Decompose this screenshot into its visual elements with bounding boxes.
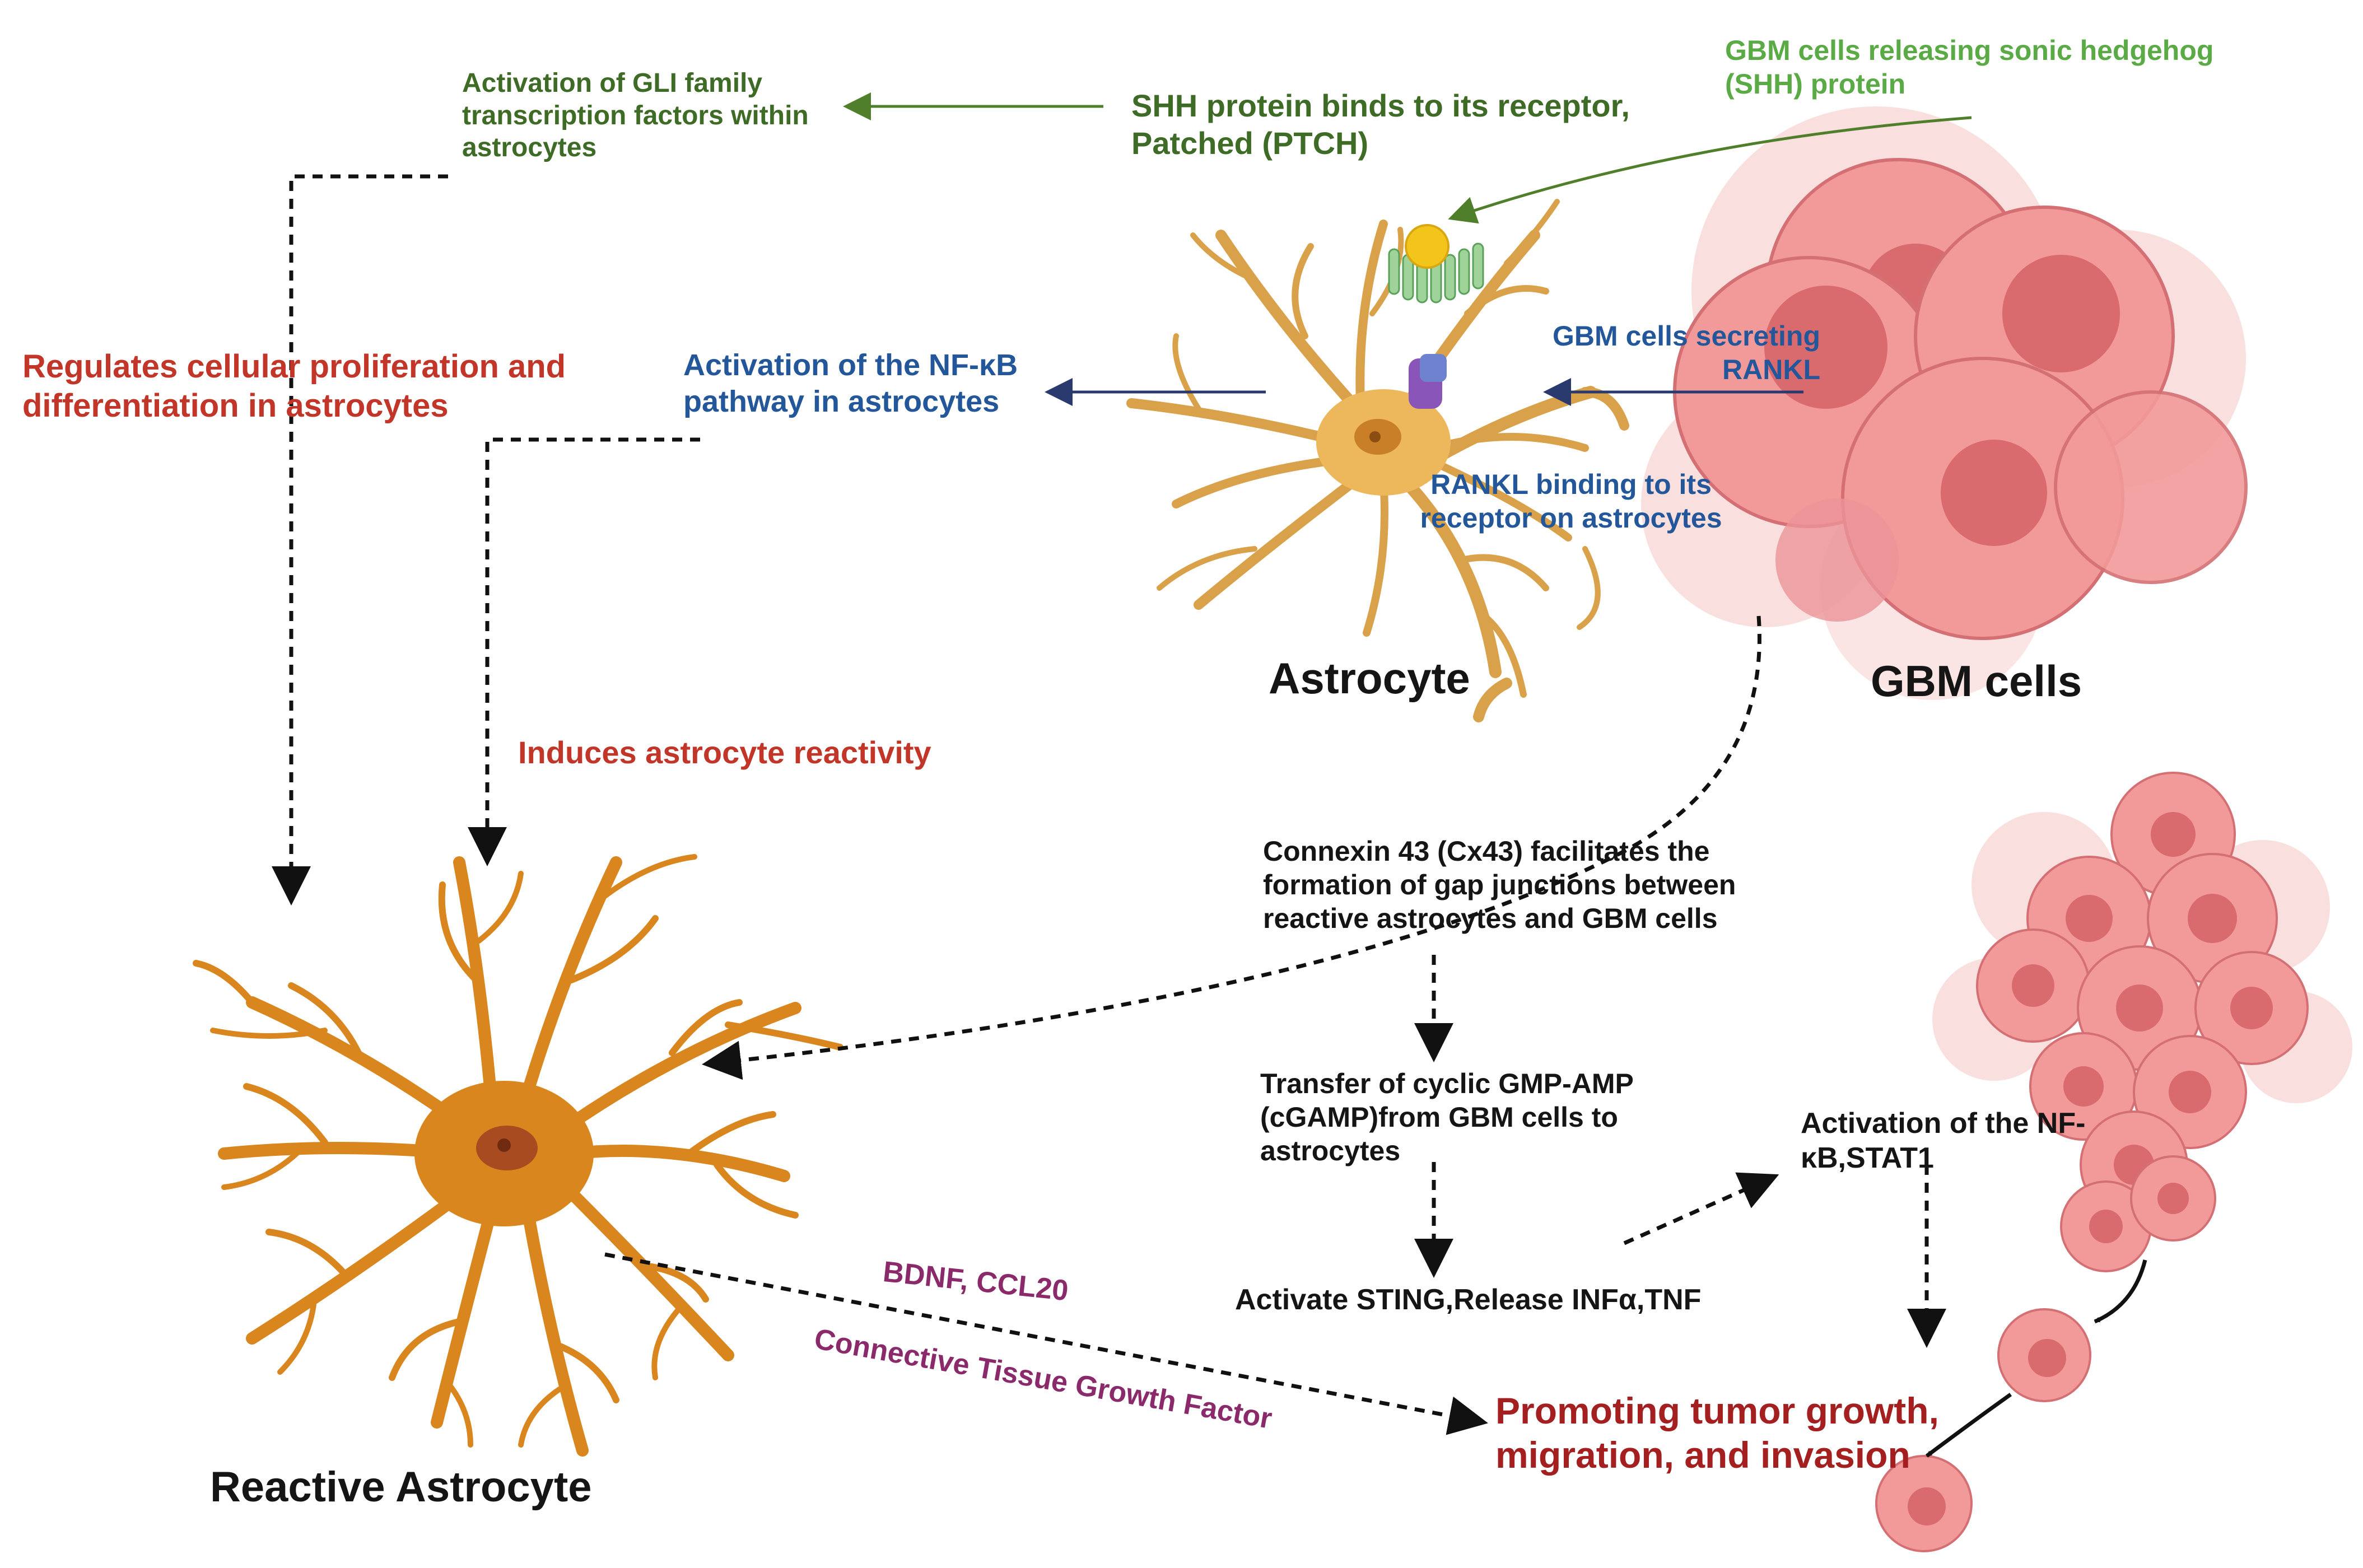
tumor-cell-nucleus bbox=[2012, 964, 2054, 1007]
gbm-cell-cluster bbox=[1641, 106, 2248, 700]
reactive-astrocyte-title: Reactive Astrocyte bbox=[210, 1463, 592, 1511]
tumor-cell-nucleus bbox=[2063, 1066, 2104, 1107]
gbm-cell-nucleus bbox=[1764, 286, 1887, 409]
rankl-binding-label: RANKL binding to its receptor on astrocy… bbox=[1420, 469, 1722, 534]
rank-receptor-icon bbox=[1409, 354, 1447, 409]
regulates-proliferation-label: Regulates cellular proliferation and dif… bbox=[22, 348, 566, 424]
gbm-cell bbox=[2054, 390, 2248, 584]
migration-arrow bbox=[2094, 1259, 2147, 1324]
gbm-tumor-mass bbox=[1932, 772, 2352, 1272]
nfkb-to-reactive-arrow bbox=[468, 437, 700, 866]
nfkb-activation-label: Activation of the NF-κB pathway in astro… bbox=[683, 348, 1018, 418]
ptch-receptor-icon bbox=[1388, 242, 1484, 304]
tumor-cell-nucleus bbox=[2157, 1183, 2189, 1214]
gbm-to-reactive-gap-junction-arrow bbox=[702, 615, 1761, 1080]
shh-binds-ptch-label: SHH protein binds to its receptor, Patch… bbox=[1131, 88, 1630, 161]
tumor-cell-nucleus bbox=[2230, 987, 2273, 1029]
tumor-cell-nucleus bbox=[2116, 984, 2163, 1032]
promoting-tumor-growth-label: Promoting tumor growth, migration, and i… bbox=[1495, 1390, 1939, 1476]
tumor-cell-nucleus bbox=[2089, 1210, 2123, 1243]
shh-protein-icon bbox=[1405, 224, 1450, 269]
sting-to-stat1-arrow bbox=[1623, 1172, 1779, 1245]
sting-release-label: Activate STING,Release INFα,TNF bbox=[1235, 1284, 1702, 1316]
tumor-cell-nucleus bbox=[2066, 895, 2113, 942]
tumor-cell-nucleus bbox=[2151, 812, 2196, 857]
gbm-cell-nucleus bbox=[2002, 255, 2120, 372]
gli-to-reactive-arrow bbox=[272, 174, 448, 906]
gli-activation-label: Activation of GLI family transcription f… bbox=[462, 68, 809, 163]
gbm-cell bbox=[1775, 498, 1899, 622]
gbm-secreting-rankl-label: GBM cells secreting RANKL bbox=[1553, 320, 1820, 385]
gbm-cell-nucleus bbox=[1941, 440, 2047, 546]
astrocyte-cell bbox=[1126, 199, 1629, 722]
gbm-cells-title: GBM cells bbox=[1871, 656, 2082, 706]
migration-arrow bbox=[1925, 1393, 2012, 1458]
reactive-astrocyte-nucleolus bbox=[497, 1138, 511, 1152]
astrocyte-nucleolus bbox=[1369, 431, 1381, 442]
gbm-releasing-shh-label: GBM cells releasing sonic hedgehog (SHH)… bbox=[1725, 35, 2214, 100]
cgamp-transfer-label: Transfer of cyclic GMP-AMP (cGAMP)from G… bbox=[1260, 1068, 1633, 1166]
tumor-cell-nucleus bbox=[2188, 894, 2237, 943]
shh-release-arrow bbox=[1448, 116, 1972, 224]
cx43-gap-junction-label: Connexin 43 (Cx43) facilitates the forma… bbox=[1263, 836, 1736, 934]
induces-reactivity-label: Induces astrocyte reactivity bbox=[518, 735, 931, 770]
reactive-to-tumor-growth-arrow bbox=[604, 1252, 1488, 1435]
tumor-cell-nucleus bbox=[2169, 1071, 2211, 1113]
nfkb-stat1-activation-label: Activation of the NF-κB,STAT1 bbox=[1801, 1107, 2086, 1175]
migrating-tumor-cells bbox=[1875, 1259, 2147, 1552]
astrocyte-title: Astrocyte bbox=[1269, 654, 1470, 703]
migrating-cell-nucleus bbox=[2028, 1339, 2066, 1377]
migrating-cell-nucleus bbox=[1908, 1487, 1946, 1525]
